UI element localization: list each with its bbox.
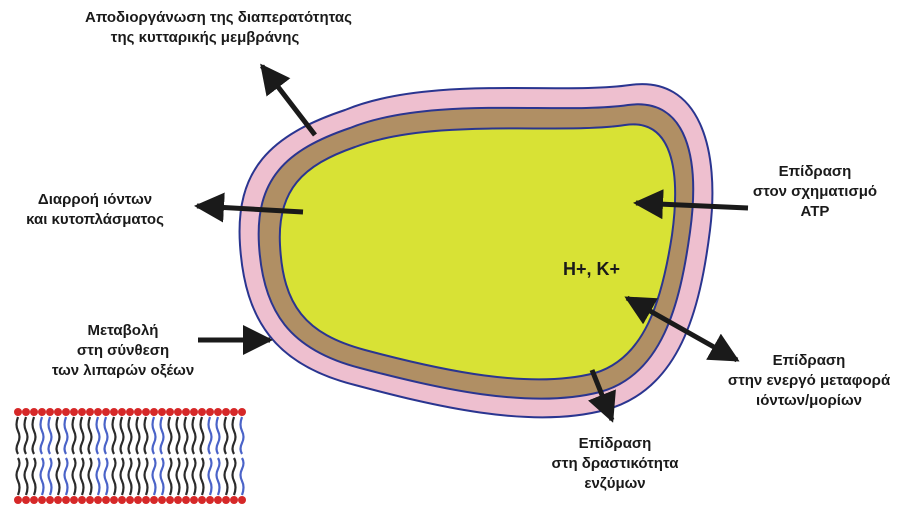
lipid-bilayer-icon: [14, 408, 246, 504]
label-enzymes-line2: στη δραστικότητα: [540, 454, 690, 474]
cytoplasm: [280, 124, 675, 379]
label-transport: Επίδραση στην ενεργό μεταφορά ιόντων/μορ…: [724, 351, 894, 411]
label-enzymes-line3: ενζύμων: [540, 474, 690, 494]
label-leakage-line1: Διαρροή ιόντων: [20, 190, 170, 210]
label-fatty-acids: Μεταβολή στη σύνθεση των λιπαρών οξέων: [48, 321, 198, 381]
label-fatty-acids-line2: στη σύνθεση: [48, 341, 198, 361]
label-permeability: Αποδιοργάνωση της διαπερατότητας της κυτ…: [85, 8, 325, 48]
label-atp-line2: στον σχηματισμό: [740, 182, 890, 202]
label-atp-line3: ATP: [740, 202, 890, 222]
label-fatty-acids-line3: των λιπαρών οξέων: [48, 361, 198, 381]
label-atp: Επίδραση στον σχηματισμό ATP: [740, 162, 890, 222]
label-transport-line3: ιόντων/μορίων: [724, 391, 894, 411]
label-permeability-line2: της κυτταρικής μεμβράνης: [85, 28, 325, 48]
label-permeability-line1: Αποδιοργάνωση της διαπερατότητας: [85, 8, 325, 28]
label-enzymes: Επίδραση στη δραστικότητα ενζύμων: [540, 434, 690, 494]
label-atp-line1: Επίδραση: [740, 162, 890, 182]
label-transport-line2: στην ενεργό μεταφορά: [724, 371, 894, 391]
label-transport-line1: Επίδραση: [724, 351, 894, 371]
label-enzymes-line1: Επίδραση: [540, 434, 690, 454]
ions-label: H+, K+: [563, 259, 620, 280]
label-leakage: Διαρροή ιόντων και κυτοπλάσματος: [20, 190, 170, 230]
arrow-permeability: [262, 66, 315, 135]
label-leakage-line2: και κυτοπλάσματος: [20, 210, 170, 230]
label-fatty-acids-line1: Μεταβολή: [48, 321, 198, 341]
